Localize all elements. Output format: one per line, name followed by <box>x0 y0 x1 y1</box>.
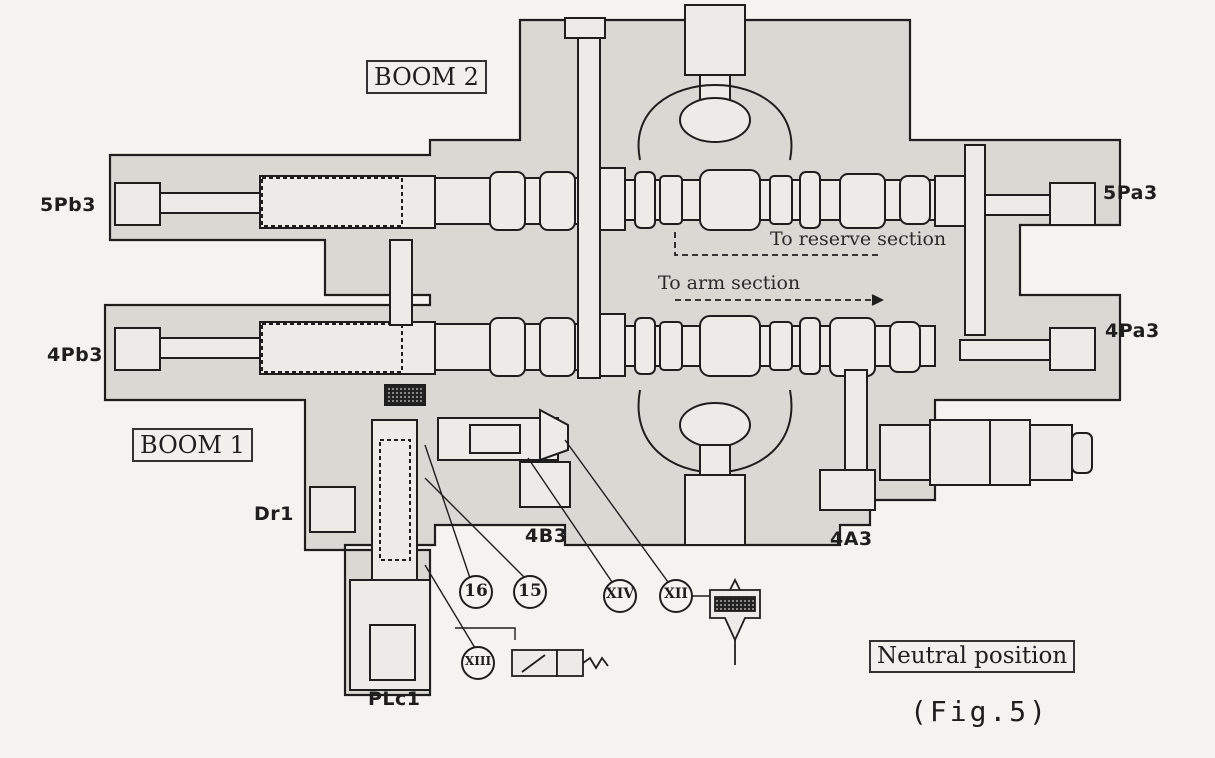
port-5pb3: 5Pb3 <box>40 194 96 216</box>
port-4b3: 4B3 <box>525 525 568 547</box>
pressure-cartridge <box>879 419 1093 486</box>
port-plc1: PLc1 <box>368 688 421 710</box>
port-4pa3: 4Pa3 <box>1105 320 1160 342</box>
port-dr1: Dr1 <box>254 503 294 525</box>
check-valve-assembly <box>309 384 569 691</box>
callout-xiii: XIII <box>464 654 492 668</box>
callout-16: 16 <box>464 581 488 601</box>
boom2-title: BOOM 2 <box>366 60 487 94</box>
figure-caption: (Fig.5) <box>910 695 1050 728</box>
boom2-spool <box>114 167 1096 231</box>
callout-leaders <box>424 439 710 649</box>
port-4a3: 4A3 <box>830 528 873 550</box>
arm-section-note: To arm section <box>658 272 801 294</box>
flow-arrows <box>674 232 885 306</box>
callout-xii: XII <box>664 586 688 602</box>
internal-passages <box>389 4 986 546</box>
callout-15: 15 <box>518 581 542 601</box>
callout-xiv: XIV <box>605 586 635 602</box>
reserve-section-note: To reserve section <box>770 228 947 250</box>
neutral-position-label: Neutral position <box>869 640 1076 673</box>
boom1-title: BOOM 1 <box>132 428 253 462</box>
boom1-spool <box>114 313 1096 377</box>
valve-schematic-symbols <box>511 577 761 677</box>
port-5pa3: 5Pa3 <box>1103 182 1158 204</box>
callout-circles <box>459 575 693 680</box>
port-4pb3: 4Pb3 <box>47 344 103 366</box>
